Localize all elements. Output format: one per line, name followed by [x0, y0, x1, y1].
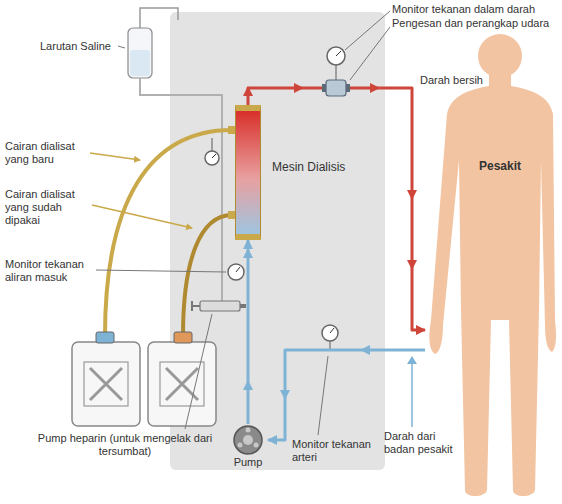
heparin-pump-label: Pump heparin (untuk mengelak dari tersum…	[35, 432, 215, 458]
leader-line	[411, 358, 413, 427]
leader-line	[92, 205, 192, 228]
jug-label-box	[84, 362, 128, 406]
jug-cap	[96, 332, 114, 343]
patient-figure: Pesakit	[425, 20, 559, 502]
leader-line	[96, 270, 226, 272]
patient-label: Pesakit	[479, 160, 521, 173]
pump-symbol	[232, 424, 264, 456]
arterial-pressure-gauge	[322, 325, 338, 341]
bag-hook	[140, 8, 178, 30]
saline-label: Larutan Saline	[40, 40, 120, 53]
pressure-gauge	[205, 151, 219, 165]
clean-blood-line	[248, 88, 425, 330]
node-label: Mesin Dialisis	[272, 161, 345, 174]
arterial-monitor-label: Monitor tekanan arteri	[292, 438, 380, 464]
leader-line	[350, 27, 390, 80]
inflow-monitor-label: Monitor tekanan aliran masuk	[5, 258, 93, 284]
leader-line	[318, 356, 328, 435]
gauge-label: Monitor tekanan dalam darah	[392, 3, 560, 16]
saline-bag	[128, 28, 152, 78]
air-trap	[322, 80, 350, 96]
fresh-dialysate-label: Cairan dialisat yang baru	[5, 140, 90, 166]
leader-line	[185, 314, 212, 429]
saline-fluid	[130, 50, 150, 76]
blood-from-patient-label: Darah dari badan pesakit	[384, 430, 464, 456]
fresh-dialysate-jug	[72, 342, 140, 426]
used-dialysate-line	[183, 215, 232, 336]
air-trap-label: Pengesan dan perangkap udara	[392, 17, 560, 30]
heparin-syringe	[200, 301, 240, 311]
blood-pump: Pump	[228, 424, 268, 471]
leader-line	[118, 46, 125, 48]
leader-line	[345, 11, 390, 50]
jug-cap	[174, 332, 192, 343]
blood-line	[247, 240, 250, 424]
dialyzer: Mesin Dialisis	[235, 105, 261, 240]
clean-blood-label: Darah bersih	[420, 74, 490, 87]
pump-label: Pump	[228, 456, 268, 469]
leader-line	[90, 153, 140, 160]
blood-line	[268, 350, 425, 440]
used-dialysate-label: Cairan dialisat yang sudah dipakai	[5, 188, 90, 227]
used-dialysate-jug	[148, 342, 216, 426]
body-silhouette	[425, 20, 559, 502]
inflow-pressure-gauge	[228, 264, 244, 280]
jug-label-box	[160, 362, 204, 406]
blood-pressure-gauge	[327, 47, 345, 65]
jug-cross	[90, 368, 122, 400]
